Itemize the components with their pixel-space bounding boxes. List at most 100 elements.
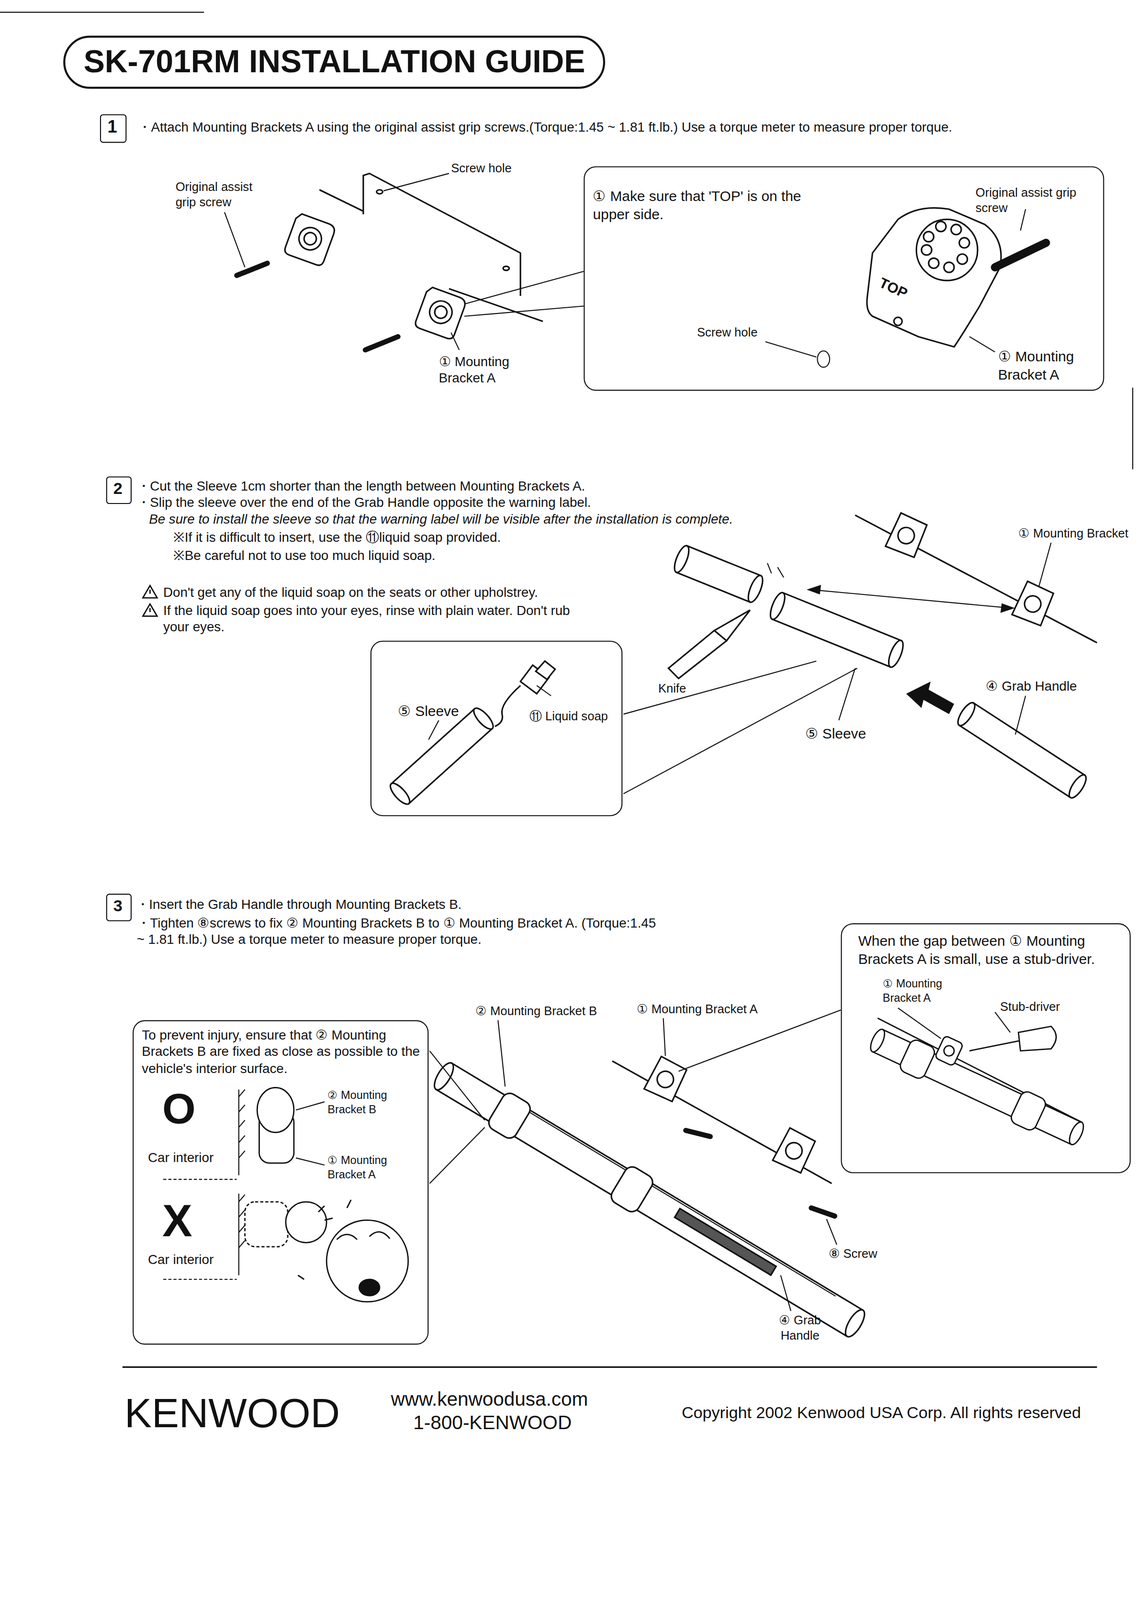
- stub-driver-scene: [877, 1018, 1082, 1123]
- leader-lines: [497, 1020, 506, 1088]
- dimension-arrow: [811, 589, 1011, 608]
- screw-hole: [765, 209, 1026, 368]
- warning-triangle: [142, 585, 158, 617]
- mounting-bracket-a: [283, 212, 337, 267]
- part-label: Stub-driver: [1000, 1000, 1060, 1016]
- node-text: ① Make sure that 'TOP' is on the upper s…: [592, 187, 802, 224]
- roof-panel: [376, 189, 383, 194]
- bracket-section-ok: [295, 1102, 325, 1111]
- dimension-arrow: [808, 585, 821, 595]
- callout-label: ① Mounting Bracket A: [438, 354, 533, 388]
- leader-lines: [826, 1219, 837, 1245]
- frame-lines: [0, 11, 204, 13]
- sleeve-closeup: [387, 705, 496, 808]
- bracket-closeup: [951, 224, 962, 235]
- warning-triangle: [142, 604, 158, 617]
- bracket-section-bad: [245, 1202, 289, 1248]
- step-note: Be sure to install the sleeve so that th…: [148, 511, 733, 529]
- bracket-closeup: [893, 317, 902, 326]
- bracket-rail: [772, 1128, 817, 1176]
- stub-driver-scene: [898, 1037, 937, 1081]
- leader-lines: [224, 212, 246, 268]
- bracket-section-ok: [257, 1087, 294, 1133]
- car-interior-wall: [238, 1210, 246, 1218]
- step-instruction: ・Tighten ⑧screws to fix ② Mounting Brack…: [136, 915, 658, 949]
- car-interior-wall: [238, 1090, 246, 1098]
- mounting-bracket-a: [283, 212, 337, 267]
- step-number: 1: [100, 114, 127, 144]
- sleeve-cut-piece: [745, 574, 766, 605]
- car-interior-wall: [163, 1279, 237, 1281]
- warning-triangle: [149, 589, 151, 595]
- screw-hole: [817, 350, 830, 368]
- bracket-rail: [643, 1056, 688, 1104]
- copyright: Copyright 2002 Kenwood USA Corp. All rig…: [681, 1403, 1081, 1424]
- stub-driver-scene: [865, 1008, 1089, 1152]
- car-interior-wall: [238, 1150, 246, 1159]
- leader-lines: [464, 305, 584, 316]
- bracket-closeup: [866, 207, 1002, 347]
- warning-triangle: [149, 607, 151, 613]
- bracket-rail: [1012, 581, 1056, 629]
- cut-marks: [767, 563, 772, 574]
- bracket-rail: [612, 1061, 832, 1184]
- bracket-rail: [1022, 593, 1044, 615]
- title-frame: SK-701RM INSTALLATION GUIDE: [63, 35, 606, 90]
- bracket-closeup: [935, 221, 946, 232]
- dimension-arrow: [808, 585, 1013, 613]
- soap-bottle: [428, 720, 439, 741]
- soap-bottle: [495, 685, 521, 727]
- sleeve: [767, 591, 906, 670]
- grab-handle: [955, 700, 979, 729]
- bracket-section-ok: [257, 1087, 325, 1166]
- grab-handle-assembly: [520, 1107, 836, 1297]
- warning-triangle: [142, 585, 158, 599]
- roof-panel: [503, 266, 510, 271]
- cut-marks: [777, 567, 784, 578]
- bracket-rail: [654, 1068, 677, 1091]
- knife: [714, 610, 751, 642]
- callout-label: ① Mounting Bracket A: [636, 1001, 758, 1018]
- mounting-bracket-a: [414, 286, 468, 341]
- car-interior-wall: [238, 1120, 246, 1128]
- bracket-closeup: [956, 254, 968, 265]
- step-note: ※If it is difficult to insert, use the ⑪…: [173, 529, 501, 547]
- soap-bottle: [535, 661, 556, 680]
- frame-lines: [1132, 387, 1134, 470]
- part-label: ② Mounting Bracket B: [327, 1088, 401, 1117]
- roof-panel: [319, 189, 364, 212]
- mounting-bracket-a: [295, 224, 325, 254]
- screw-hole: [969, 336, 995, 352]
- bracket-closeup: [944, 262, 955, 273]
- car-interior-wall: [238, 1225, 246, 1233]
- part-label: ① Mounting Bracket A: [882, 977, 955, 1006]
- soap-bottle: [536, 685, 552, 696]
- bracket-rail: [772, 1128, 817, 1176]
- part-label: X: [162, 1193, 193, 1250]
- stub-driver-scene: [934, 1035, 964, 1067]
- node-text: When the gap between ① Mounting Brackets…: [858, 932, 1126, 969]
- part-label: Car interior: [147, 1251, 214, 1269]
- warning-note: If the liquid soap goes into your eyes, …: [163, 603, 587, 637]
- grab-handle: [1066, 772, 1090, 801]
- mounting-bracket-a: [432, 304, 449, 321]
- screw: [685, 1130, 835, 1217]
- grab-handle-assembly: [608, 1164, 656, 1216]
- bracket-closeup: [959, 237, 970, 248]
- sleeve-cut-piece: [671, 543, 692, 574]
- sleeve: [772, 593, 901, 668]
- grab-handle: [955, 700, 1090, 801]
- part-label: Knife: [658, 681, 687, 698]
- stub-driver-scene: [942, 1044, 956, 1058]
- leader-lines: [450, 332, 460, 350]
- grab-handle-assembly: [430, 1060, 458, 1093]
- bracket-rail: [782, 1139, 805, 1162]
- car-interior-wall: [238, 1194, 246, 1203]
- mounting-bracket-a: [414, 286, 468, 341]
- bracket-rail: [643, 1056, 688, 1104]
- screw-closeup: [994, 242, 1047, 268]
- bracket-closeup: [866, 207, 1002, 347]
- stub-driver-scene: [969, 1040, 1021, 1051]
- tip-box: When the gap between ① Mounting Brackets…: [840, 923, 1131, 1174]
